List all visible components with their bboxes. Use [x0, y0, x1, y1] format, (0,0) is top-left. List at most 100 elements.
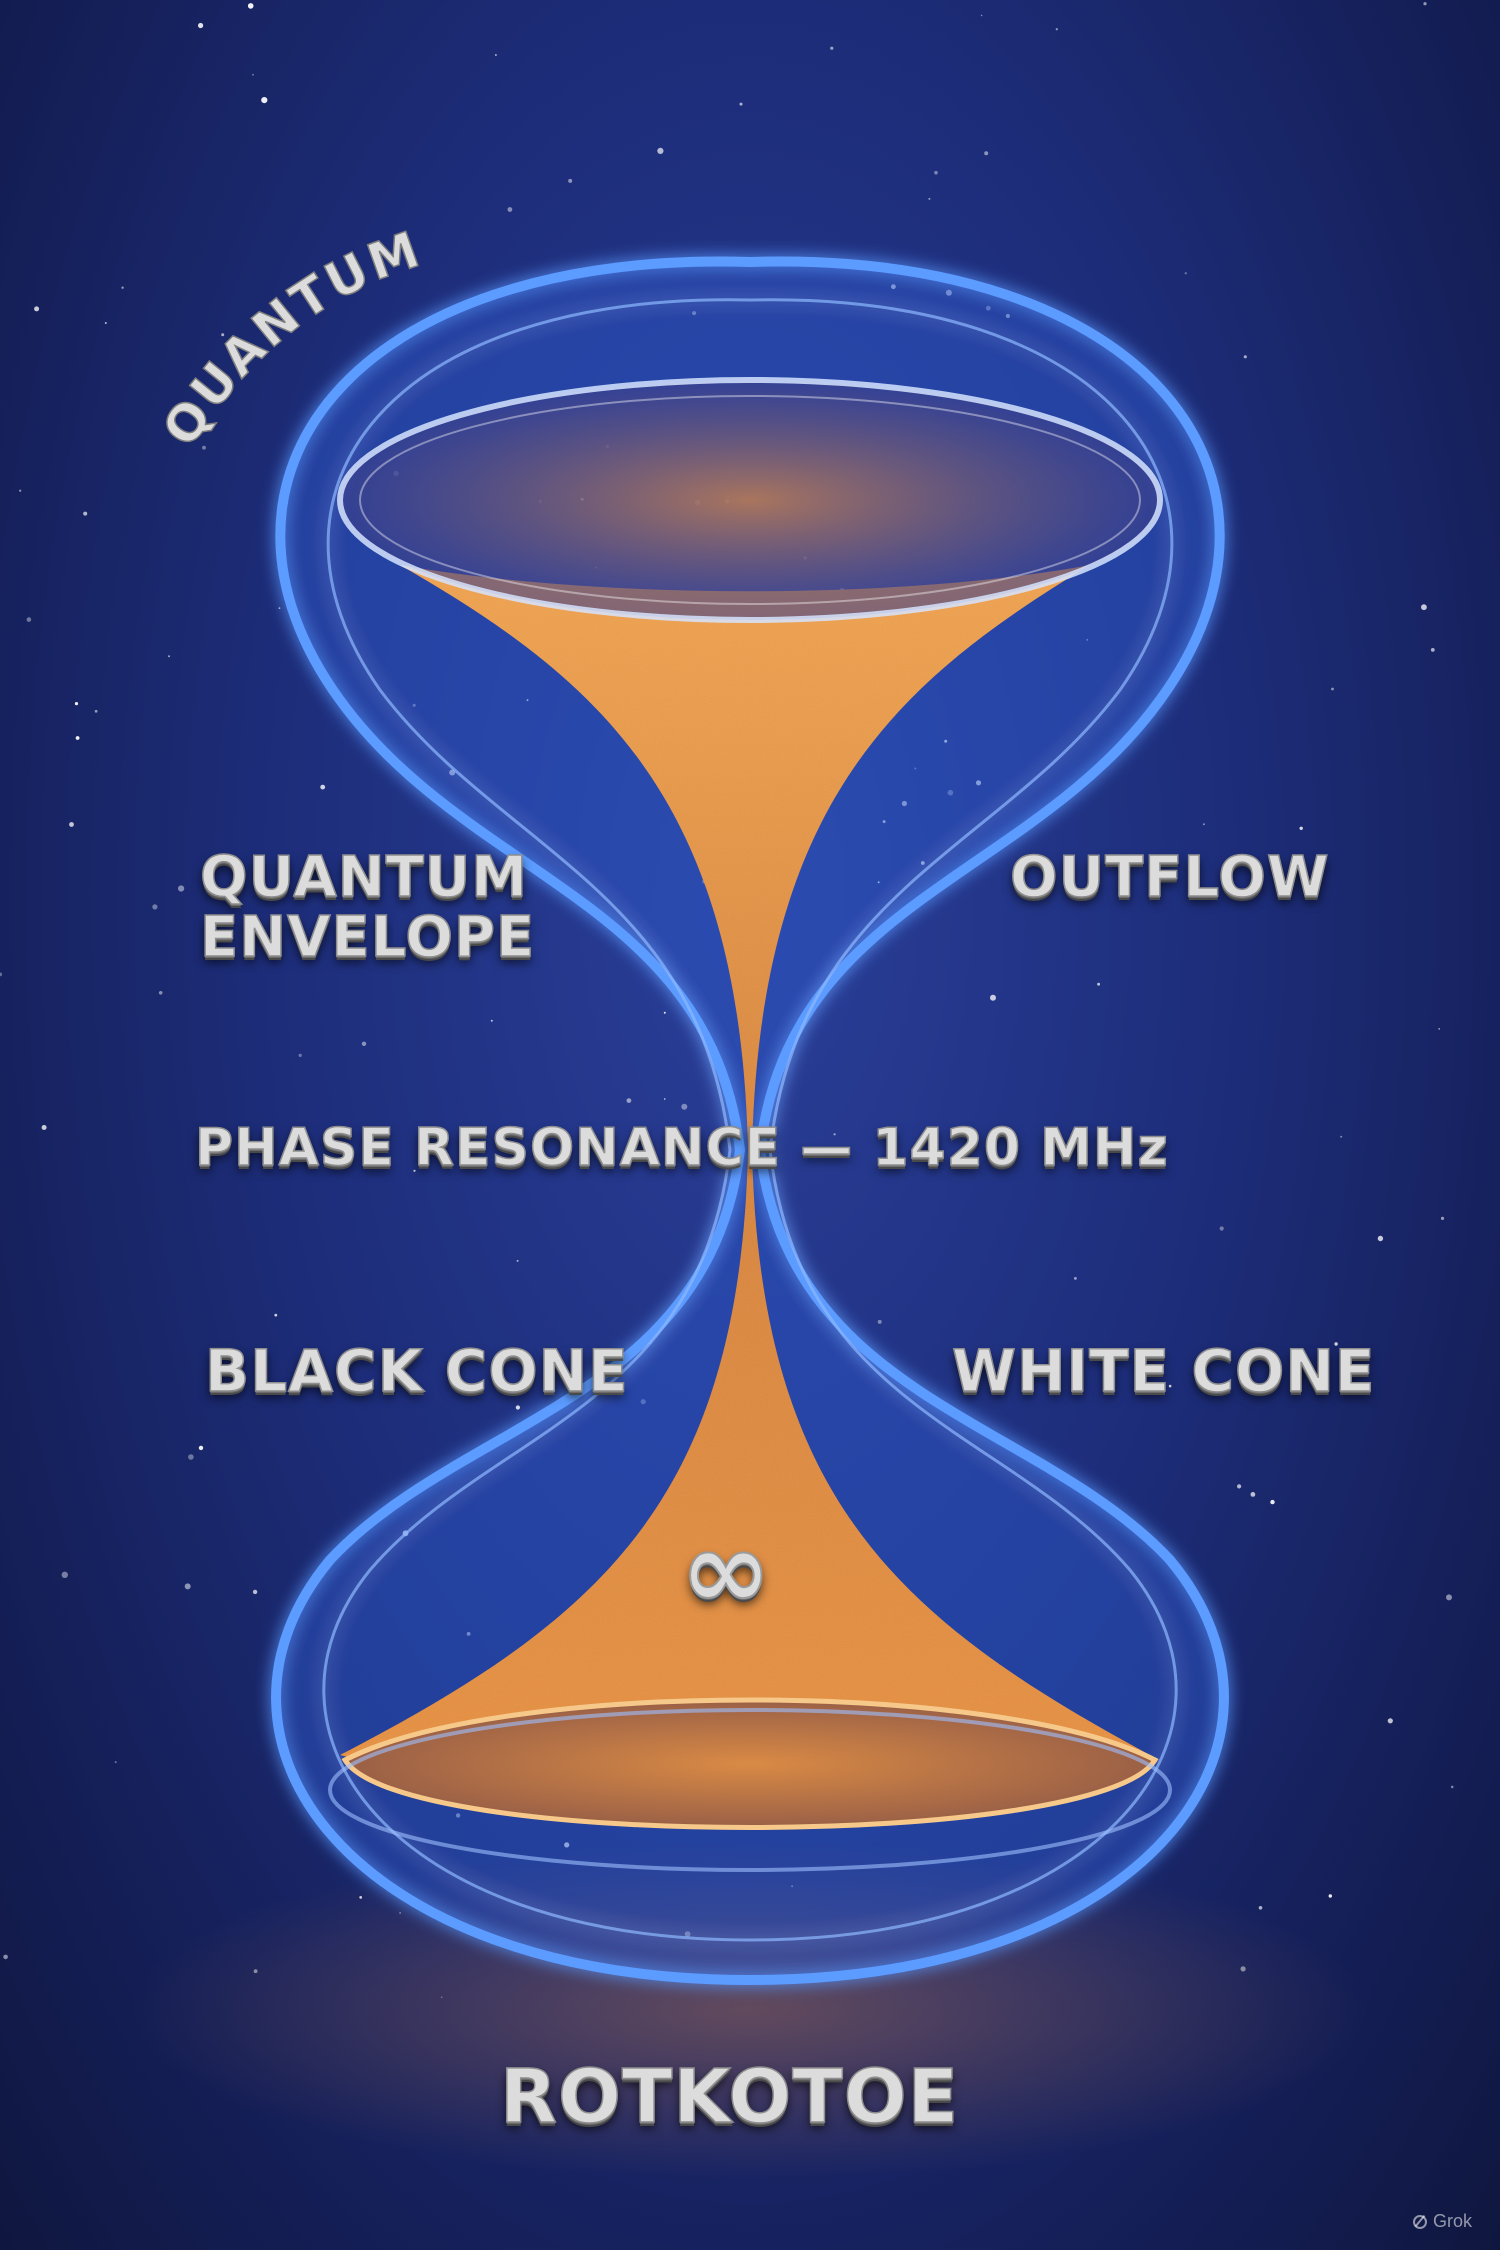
star [19, 489, 22, 492]
phase-resonance-label: PHASE RESONANCE — 1420 MHz [194, 1118, 1169, 1178]
star [1377, 1235, 1384, 1242]
star [221, 333, 225, 337]
star [1202, 823, 1205, 826]
star [833, 1133, 836, 1136]
star [1074, 1277, 1077, 1280]
floor-glow [130, 1840, 1370, 2180]
star [1438, 1028, 1441, 1030]
star [1237, 1484, 1242, 1489]
star [1258, 1906, 1263, 1910]
infinity-symbol: ∞ [679, 1506, 773, 1634]
star [1340, 1135, 1343, 1138]
star [1423, 2, 1427, 6]
star [1219, 1226, 1224, 1231]
star [26, 617, 32, 622]
star [202, 445, 206, 450]
star [121, 286, 124, 289]
star [104, 322, 107, 324]
grok-logo-icon [1412, 2214, 1427, 2229]
star [1430, 648, 1435, 652]
star [1243, 355, 1247, 359]
star [1299, 826, 1303, 830]
star [252, 73, 254, 76]
star [34, 306, 40, 312]
black-cone-label: BLACK CONE [204, 1337, 629, 1405]
star [830, 46, 834, 50]
star [1250, 1492, 1256, 1497]
star [1270, 1499, 1275, 1505]
star [252, 1589, 258, 1595]
top-opening [337, 377, 1163, 623]
star [657, 147, 664, 154]
star [114, 1761, 117, 1764]
bottom-base [328, 1697, 1172, 1872]
star [69, 822, 74, 827]
star [980, 14, 983, 17]
grok-watermark: Grok [1412, 2211, 1472, 2232]
star [1421, 604, 1427, 611]
star [663, 1011, 666, 1014]
star [739, 102, 743, 106]
star [1328, 1894, 1333, 1898]
star [1184, 272, 1188, 275]
star [3, 1954, 8, 1960]
star [934, 170, 938, 175]
star [274, 1313, 278, 1317]
star [158, 991, 163, 995]
star [1097, 982, 1100, 986]
star [261, 97, 268, 104]
star [168, 655, 170, 658]
star [1334, 1342, 1338, 1346]
watermark-text: Grok [1432, 2211, 1472, 2231]
star [1440, 1216, 1445, 1220]
star [516, 1259, 519, 1262]
star [41, 1125, 47, 1130]
star [626, 1098, 632, 1103]
star [361, 1041, 367, 1047]
quantum-envelope-label: QUANTUM ENVELOPE [199, 845, 536, 971]
star [877, 1319, 882, 1324]
star [178, 885, 185, 892]
star [75, 736, 80, 740]
star [278, 607, 281, 609]
star [984, 151, 989, 156]
star [1387, 1718, 1393, 1724]
star [74, 702, 79, 706]
star [320, 784, 326, 790]
footer-label: ROTKOTOE [499, 2054, 960, 2140]
star [681, 1103, 688, 1110]
star [83, 511, 88, 516]
star [495, 54, 497, 56]
star [198, 1445, 204, 1451]
star [379, 947, 382, 950]
star [568, 178, 573, 183]
star [663, 1098, 666, 1100]
quantum-envelope-label-line2: ENVELOPE [199, 905, 536, 971]
star [1331, 687, 1334, 691]
star [94, 709, 98, 713]
star [298, 1053, 302, 1057]
hourglass-cone [340, 565, 1150, 1804]
star [490, 1019, 493, 1022]
star [1055, 28, 1058, 31]
star [1450, 1785, 1454, 1789]
white-cone-label: WHITE CONE [951, 1337, 1376, 1405]
star [515, 1405, 521, 1410]
star [184, 1583, 191, 1590]
quantum-envelope-label-line1: QUANTUM [199, 845, 528, 910]
star [247, 3, 254, 9]
star [188, 1454, 194, 1460]
star [507, 207, 513, 212]
star [61, 1571, 68, 1579]
star [152, 904, 158, 910]
star [928, 197, 931, 200]
star [198, 22, 204, 29]
outflow-label: OUTFLOW [1009, 845, 1330, 910]
star [0, 972, 3, 977]
star [337, 1128, 343, 1134]
star [1168, 1384, 1172, 1388]
star [990, 994, 996, 1001]
star [413, 1169, 416, 1172]
star [1446, 1594, 1452, 1601]
